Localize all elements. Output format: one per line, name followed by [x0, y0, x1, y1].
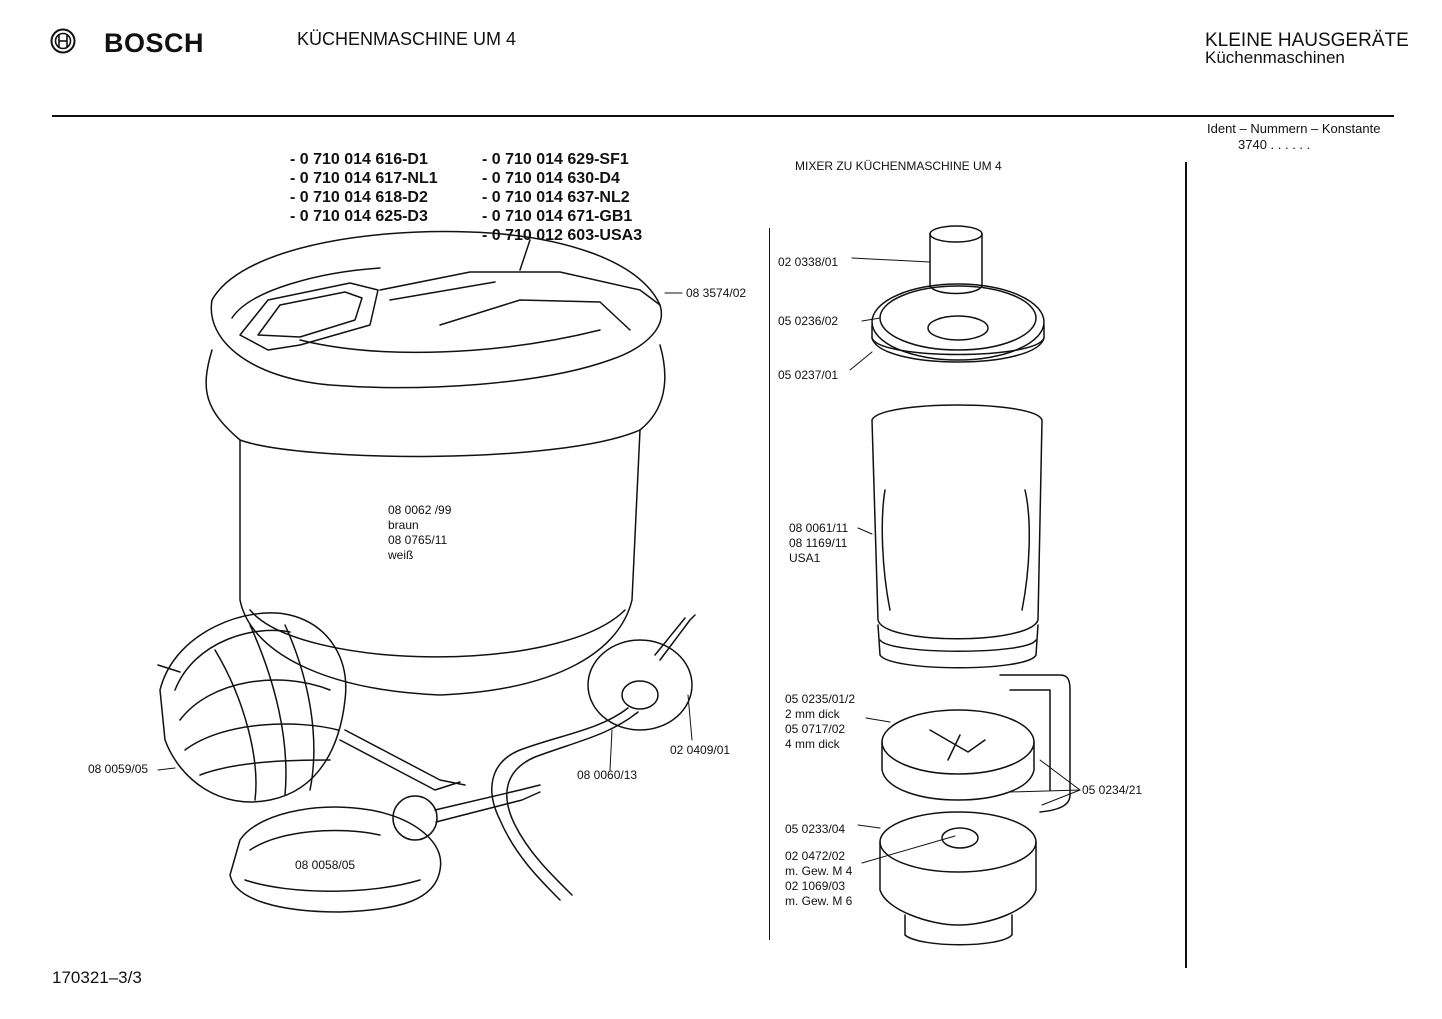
label-line: 05 0235/01/2	[785, 692, 856, 706]
label-handle: 05 0234/21	[1082, 783, 1143, 797]
part-number: - 0 710 012 603-USA3	[482, 227, 643, 244]
drive-disc-drawing	[491, 614, 696, 901]
header-divider	[52, 115, 1394, 117]
leader-lines	[157, 257, 1081, 864]
mixer-section-divider	[769, 228, 770, 940]
label-base: 05 0233/04	[785, 822, 846, 836]
label-line: USA1	[789, 551, 821, 565]
part-number: - 0 710 014 616-D1	[290, 151, 428, 168]
label-line: m. Gew. M 6	[785, 894, 853, 908]
mixer-jar-drawing	[871, 404, 1043, 669]
part-number: - 0 710 014 630-D4	[482, 170, 620, 187]
brand-name: BOSCH	[104, 28, 205, 58]
label-whisk: 08 0059/05	[88, 762, 149, 776]
ident-value: 3740 . . . . . .	[1238, 137, 1311, 152]
category-title: KLEINE HAUSGERÄTE	[1205, 30, 1409, 51]
page-title: KÜCHENMASCHINE UM 4	[297, 29, 517, 49]
label-nut: 02 0472/02 m. Gew. M 4 02 1069/03 m. Gew…	[785, 849, 852, 909]
label-line: m. Gew. M 4	[785, 864, 853, 878]
label-blade: 05 0235/01/2 2 mm dick 05 0717/02 4 mm d…	[785, 692, 855, 752]
label-mixer-seal: 05 0237/01	[778, 368, 839, 382]
part-numbers-left: - 0 710 014 616-D1 - 0 710 014 617-NL1 -…	[290, 150, 438, 226]
part-number: - 0 710 014 637-NL2	[482, 189, 630, 206]
label-line: 08 0765/11	[388, 533, 448, 547]
label-mixer-lid: 05 0236/02	[778, 314, 839, 328]
label-line: 02 1069/03	[785, 879, 846, 893]
mixer-section-title: MIXER ZU KÜCHENMASCHINE UM 4	[795, 159, 1002, 173]
blade-assembly-drawing	[881, 709, 1035, 801]
bosch-logo-icon	[50, 28, 76, 54]
label-line: 02 0472/02	[785, 849, 846, 863]
label-line: 08 0061/11	[789, 521, 849, 535]
subcategory-title: Küchenmaschinen	[1205, 48, 1345, 67]
label-drive-hook: 08 0060/13	[577, 768, 638, 782]
part-number: - 0 710 014 618-D2	[290, 189, 428, 206]
label-lid: 08 3574/02	[686, 286, 747, 300]
label-bowl: 08 0062 /99 braun 08 0765/11 weiß	[388, 503, 451, 563]
part-number: - 0 710 014 617-NL1	[290, 170, 438, 187]
beater-drawing	[229, 784, 541, 913]
whisk-drawing	[157, 612, 466, 803]
part-numbers-right: - 0 710 014 629-SF1 - 0 710 014 630-D4 -…	[482, 150, 642, 245]
label-kneader: 08 0058/05	[295, 858, 356, 872]
part-number: - 0 710 014 625-D3	[290, 208, 428, 225]
label-line: 2 mm dick	[785, 707, 840, 721]
label-line: 08 0062 /99	[388, 503, 452, 517]
mixer-handle-drawing	[999, 674, 1071, 813]
label-disc: 02 0409/01	[670, 743, 731, 757]
part-number: - 0 710 014 629-SF1	[482, 151, 629, 168]
document-code: 170321–3/3	[52, 968, 142, 987]
label-line: 05 0717/02	[785, 722, 846, 736]
label-line: 08 1169/11	[789, 536, 848, 550]
label-line: braun	[388, 518, 419, 532]
label-mixer-cap: 02 0338/01	[778, 255, 839, 269]
ident-label: Ident – Nummern – Konstante	[1207, 121, 1381, 136]
label-mixer-jar: 08 0061/11 08 1169/11 USA1	[789, 521, 848, 566]
right-column-divider	[1185, 162, 1187, 968]
label-line: 4 mm dick	[785, 737, 840, 751]
part-number: - 0 710 014 671-GB1	[482, 208, 633, 225]
mixer-lid-drawing	[871, 283, 1045, 363]
mixer-base-drawing	[879, 811, 1037, 946]
label-line: weiß	[388, 548, 414, 562]
bowl-lid-drawing	[210, 230, 663, 389]
